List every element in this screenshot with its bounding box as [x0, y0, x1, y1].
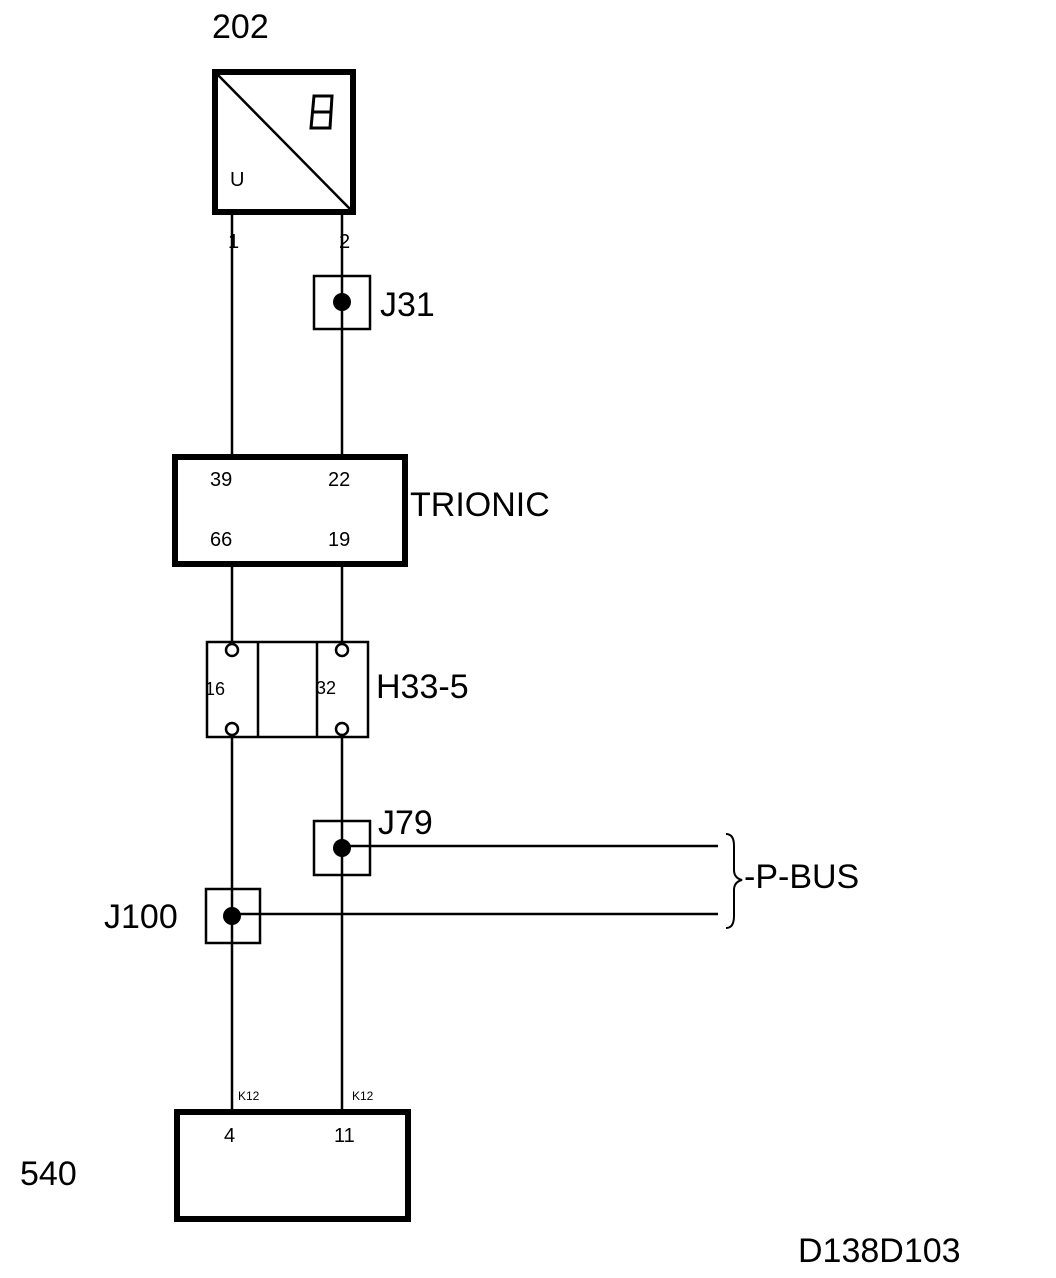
component-202-pin-1: 1	[228, 231, 239, 253]
junction-j79	[312, 819, 372, 877]
trionic-label: TRIONIC	[410, 486, 550, 524]
junction-j31	[312, 274, 372, 331]
junction-j79-label: J79	[378, 804, 433, 842]
junction-j31-label: J31	[380, 286, 435, 324]
pbus-label: -P-BUS	[744, 858, 859, 896]
connector-h33-5	[205, 640, 370, 739]
trionic-pin-66: 66	[210, 529, 232, 551]
component-202-box: U	[212, 69, 356, 215]
drawing-code: D138D103	[798, 1232, 961, 1270]
segment-display-icon	[309, 94, 334, 130]
trionic-pin-19: 19	[328, 529, 350, 551]
component-540-conn-right: K12	[352, 1089, 374, 1103]
component-202-id: 202	[212, 8, 269, 46]
trionic-pin-39: 39	[210, 469, 232, 491]
component-540-id: 540	[20, 1155, 77, 1193]
trionic-box	[172, 454, 408, 567]
component-202-pin-2: 2	[339, 231, 350, 253]
component-540-pin-11: 11	[334, 1125, 355, 1147]
pbus-brace	[725, 833, 743, 929]
component-202-inner-label: U	[230, 169, 244, 191]
connector-h33-pin-16: 16	[205, 679, 225, 699]
component-540-box	[174, 1109, 411, 1222]
trionic-pin-22: 22	[328, 469, 350, 491]
junction-j100-label: J100	[104, 898, 178, 936]
junction-j100	[204, 887, 262, 945]
connector-h33-pin-32: 32	[316, 678, 336, 698]
connector-h33-label: H33-5	[376, 668, 469, 706]
component-540-pin-4: 4	[224, 1125, 235, 1147]
component-540-conn-left: K12	[238, 1089, 260, 1103]
